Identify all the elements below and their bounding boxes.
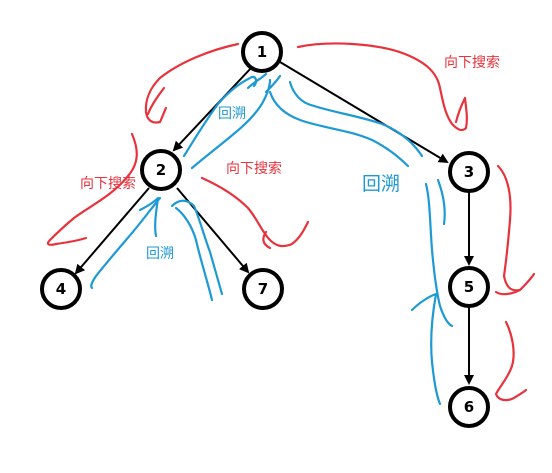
blue-stroke-1-3a: [268, 90, 410, 168]
blue-stroke-2-4b: [138, 196, 160, 238]
label-search-down-right: 向下搜索: [444, 54, 500, 71]
node-label: 6: [464, 398, 474, 416]
node-circle: [40, 268, 82, 310]
node-circle: [140, 149, 182, 191]
red-stroke-left-2: [46, 132, 138, 246]
node-label: 5: [464, 278, 474, 296]
search-down-strokes: [46, 42, 536, 402]
blue-stroke-1-2b: [190, 74, 282, 170]
label-search-down-left: 向下搜索: [80, 175, 136, 192]
node-label: 2: [156, 161, 166, 179]
red-stroke-top-right: [296, 42, 468, 132]
edge-1-2: [172, 66, 253, 152]
tree-node-5: 5: [448, 266, 490, 308]
tree-nodes: 1 2 3 4 7 5 6: [40, 31, 490, 428]
red-stroke-right-2: [200, 176, 310, 250]
node-circle: [448, 266, 490, 308]
node-circle: [241, 31, 283, 73]
node-circle: [448, 151, 490, 193]
node-label: 3: [464, 163, 474, 181]
blue-stroke-5-6: [410, 292, 442, 406]
blue-stroke-2-7b: [174, 206, 214, 302]
backtrack-strokes: [90, 72, 454, 406]
tree-node-2: 2: [140, 149, 182, 191]
tree-node-6: 6: [448, 386, 490, 428]
node-label: 4: [56, 280, 66, 298]
node-label: 7: [258, 280, 268, 298]
label-search-down-mid: 向下搜索: [226, 160, 282, 177]
red-stroke-right-3: [494, 164, 536, 296]
tree-node-1: 1: [241, 31, 283, 73]
node-circle: [242, 268, 284, 310]
label-backtrack-big: 回溯: [362, 173, 400, 195]
tree-node-4: 4: [40, 268, 82, 310]
tree-edges: [74, 61, 474, 385]
edge-2-4: [74, 187, 150, 275]
blue-stroke-3-5: [424, 182, 454, 328]
blue-stroke-1-2a: [182, 72, 268, 158]
red-stroke-right-5: [494, 320, 528, 402]
blue-stroke-3-5b: [436, 178, 446, 226]
blue-stroke-2-4a: [90, 196, 162, 290]
red-stroke-top-left: [144, 42, 240, 124]
tree-node-3: 3: [448, 151, 490, 193]
edge-1-3: [279, 61, 449, 164]
label-backtrack-top: 回溯: [218, 106, 246, 122]
blue-stroke-1-3b: [288, 80, 424, 158]
node-label: 1: [257, 43, 267, 61]
tree-node-7: 7: [242, 268, 284, 310]
blue-stroke-2-7a: [170, 199, 224, 296]
label-backtrack-bottom: 回溯: [146, 246, 174, 262]
node-circle: [448, 386, 490, 428]
